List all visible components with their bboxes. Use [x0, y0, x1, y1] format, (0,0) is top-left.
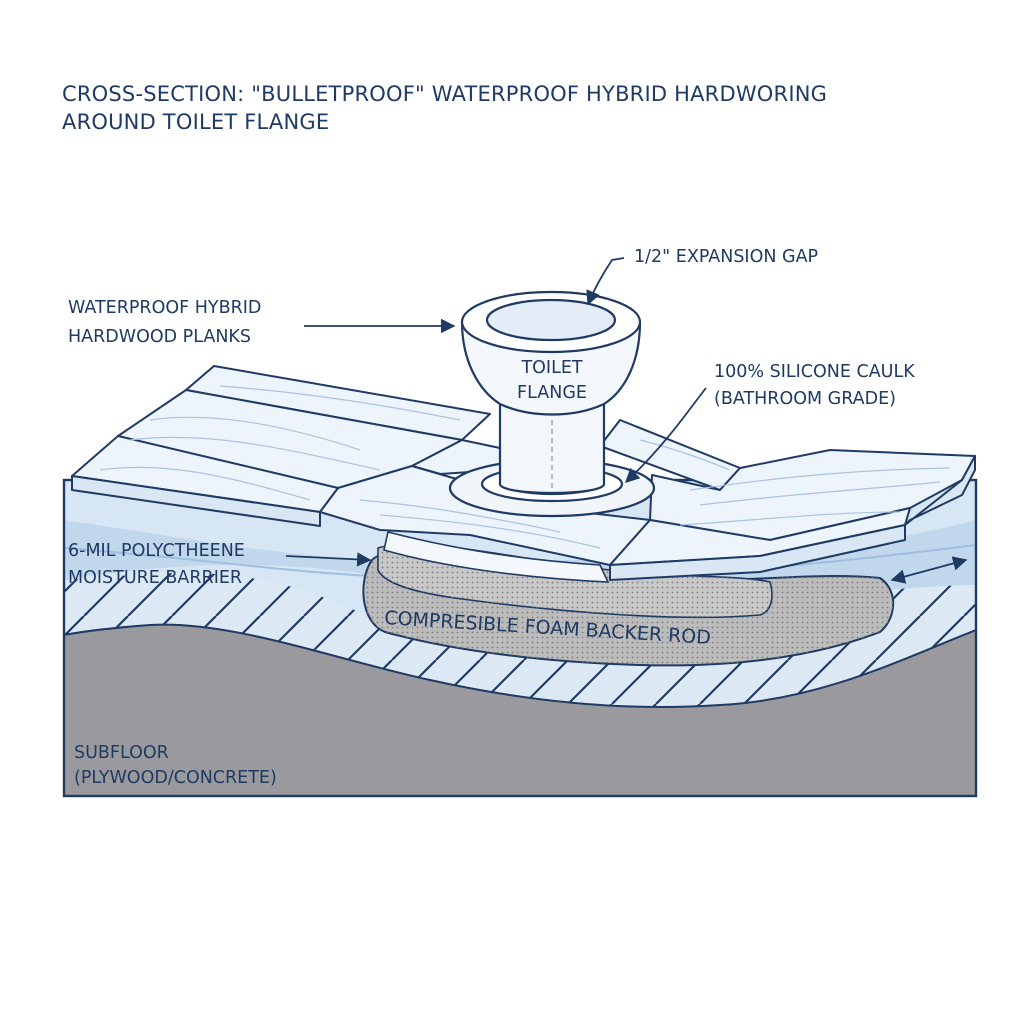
subfloor-label-1: SUBFLOOR	[74, 743, 169, 763]
caulk-label-2: (BATHROOM GRADE)	[714, 389, 896, 409]
planks-label-2: HARDWOOD PLANKS	[68, 327, 251, 347]
subfloor-label-2: (PLYWOOD/CONCRETE)	[74, 768, 277, 788]
subfloor-layer	[64, 623, 976, 796]
gap-label: 1/2" EXPANSION GAP	[634, 247, 818, 267]
title-line-2: AROUND TOILET FLANGE	[62, 110, 330, 134]
toilet-flange	[448, 290, 656, 518]
gap-arrow	[586, 257, 625, 306]
moisture-barrier-sheet	[383, 531, 610, 583]
gap-width-arrow	[890, 556, 968, 584]
barrier-label-2: MOISTURE BARRIER	[68, 568, 242, 588]
barrier-arrow	[285, 552, 372, 567]
caulk-label-1: 100% SILICONE CAULK	[714, 362, 915, 382]
hardwood-planks	[71, 365, 976, 581]
leader-lines	[285, 257, 968, 584]
flange-label-2: FLANGE	[517, 383, 587, 403]
planks-label-1: WATERPROOF HYBRID	[68, 298, 261, 318]
caulk-arrow	[624, 387, 707, 483]
title-line-1: CROSS-SECTION: "BULLETPROOF" WATERPROOF …	[62, 82, 828, 106]
flange-label-1: TOILET	[520, 358, 582, 378]
diagram-title: CROSS-SECTION: "BULLETPROOF" WATERPROOF …	[62, 80, 827, 136]
barrier-label-1: 6-MIL POLYCTHEENE	[68, 541, 245, 561]
